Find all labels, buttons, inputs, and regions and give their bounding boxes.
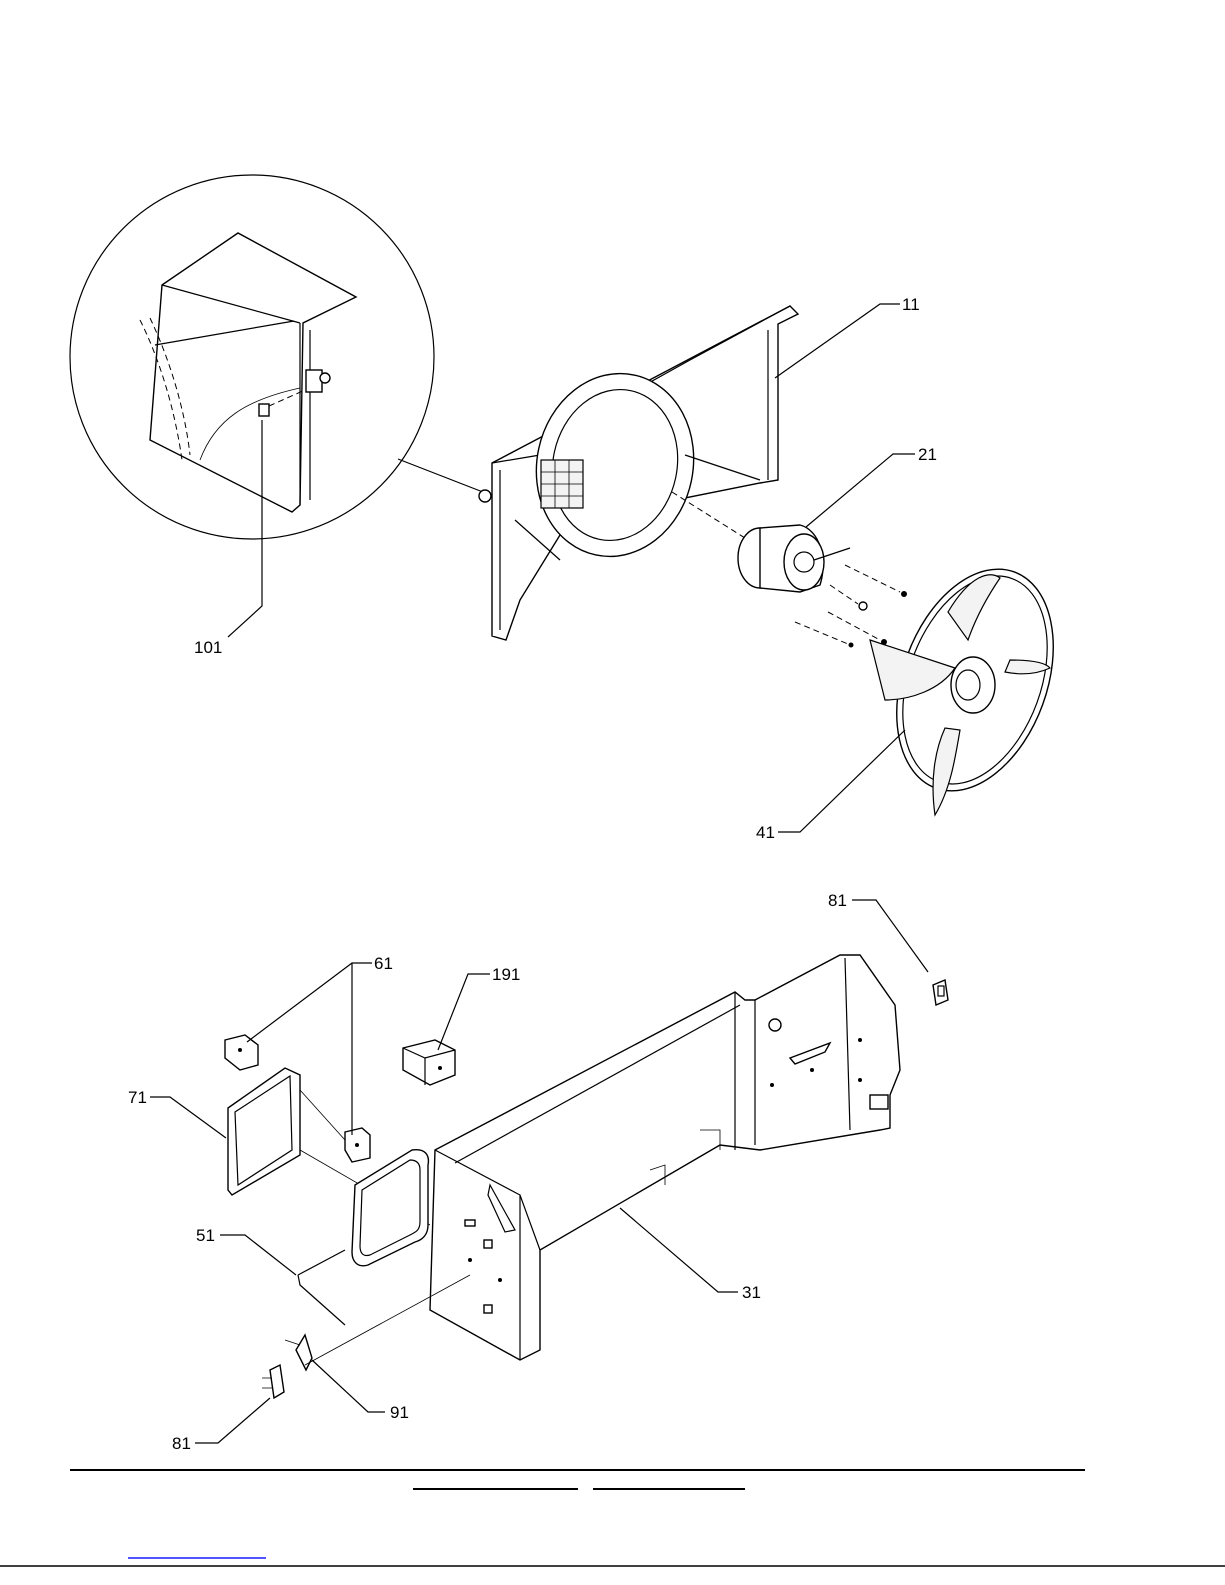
callout-11: 11 <box>902 295 920 314</box>
callout-51: 51 <box>196 1226 215 1245</box>
callout-191: 191 <box>492 965 520 984</box>
motor-21 <box>672 492 907 648</box>
shroud-11 <box>479 306 798 640</box>
callout-21: 21 <box>918 445 937 464</box>
callout-71: 71 <box>128 1088 147 1107</box>
detail-leader <box>398 459 488 494</box>
rod-51 <box>298 1250 345 1325</box>
gasket-seal <box>352 1150 428 1266</box>
bracket-81-right <box>933 980 948 1005</box>
callout-61: 61 <box>374 954 393 973</box>
callout-101: 101 <box>194 638 222 657</box>
callout-91: 91 <box>390 1403 409 1422</box>
detail-view-101 <box>70 175 434 539</box>
callout-31: 31 <box>742 1283 761 1302</box>
chassis-31 <box>430 955 900 1360</box>
fan-41 <box>868 547 1082 815</box>
bracket-81-left <box>262 1365 284 1398</box>
callout-81-top: 81 <box>828 891 847 910</box>
callout-81-bottom: 81 <box>172 1434 191 1453</box>
footer <box>0 1470 1225 1566</box>
callout-41: 41 <box>756 823 775 842</box>
bracket-191 <box>403 1040 455 1085</box>
